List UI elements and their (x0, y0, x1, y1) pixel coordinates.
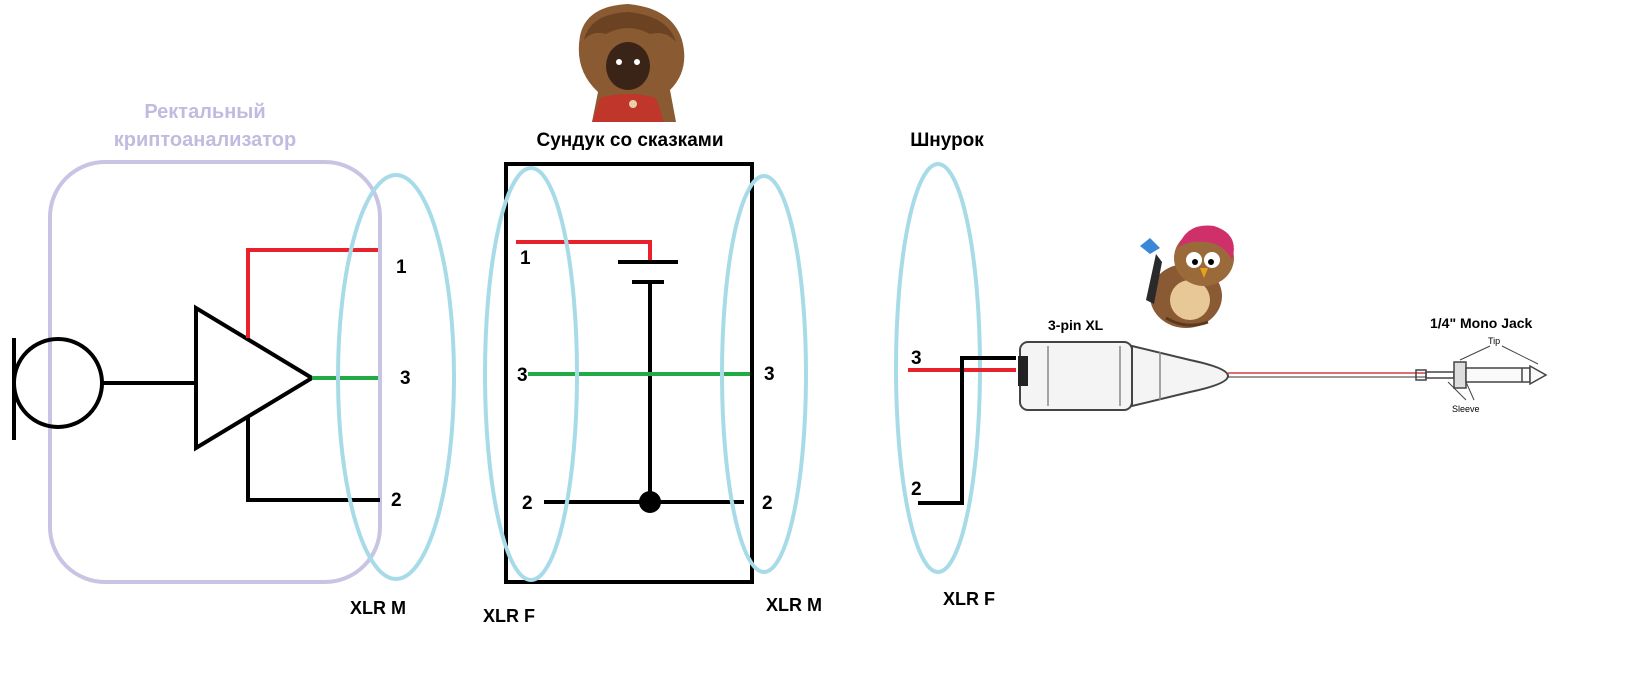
mic-group-title-line2: криптоанализатор (114, 129, 296, 151)
box-in-pin1-label: 1 (520, 248, 531, 269)
mic-group-title-line1: Ректальный (144, 101, 265, 123)
mic-pin2-wire (246, 416, 380, 502)
mic-group-box (48, 160, 382, 584)
cable-pin2-label: 2 (911, 479, 922, 500)
tip-label: Tip (1488, 336, 1500, 346)
mono-jack-label: 1/4" Mono Jack (1430, 315, 1533, 331)
box-pin1-wire (516, 240, 652, 262)
xlr-m-mid-connector (720, 174, 808, 574)
box-ground-junction (639, 491, 661, 513)
mic-pin3-label: 3 (400, 368, 411, 389)
box-enclosure (504, 162, 754, 584)
capacitor-icon (618, 260, 678, 284)
cable-pin3-label: 3 (911, 348, 922, 369)
microphone-icon (12, 337, 104, 440)
xlr-f-mid-connector (483, 166, 579, 582)
sleeve-label: Sleeve (1452, 404, 1480, 414)
mic-pin2-label: 2 (391, 490, 402, 511)
xlr-plug-label: 3-pin XL (1048, 317, 1104, 333)
xlr-f-right-label: XLR F (943, 589, 995, 609)
xlr-to-jack-plug-icon (1018, 341, 1548, 411)
box-out-pin3-label: 3 (764, 364, 775, 385)
xlr-m-left-connector (336, 173, 456, 581)
cable-title: Шнурок (910, 130, 984, 151)
box-in-pin2-label: 2 (522, 493, 533, 514)
xlr-f-mid-label: XLR F (483, 606, 535, 626)
box-out-pin2-label: 2 (762, 493, 773, 514)
mic-pin1-label: 1 (396, 257, 407, 278)
mic-pin1-wire (246, 248, 378, 338)
box-in-pin3-label: 3 (517, 365, 528, 386)
box-title: Сундук со сказками (537, 130, 724, 151)
cable-pin2-wire (918, 356, 1016, 505)
amplifier-triangle-icon (194, 304, 316, 452)
character-portrait-icon (578, 4, 685, 122)
xlr-m-left-label: XLR M (350, 598, 406, 618)
xlr-m-mid-label: XLR M (766, 595, 822, 615)
owl-character-icon (1140, 225, 1234, 328)
